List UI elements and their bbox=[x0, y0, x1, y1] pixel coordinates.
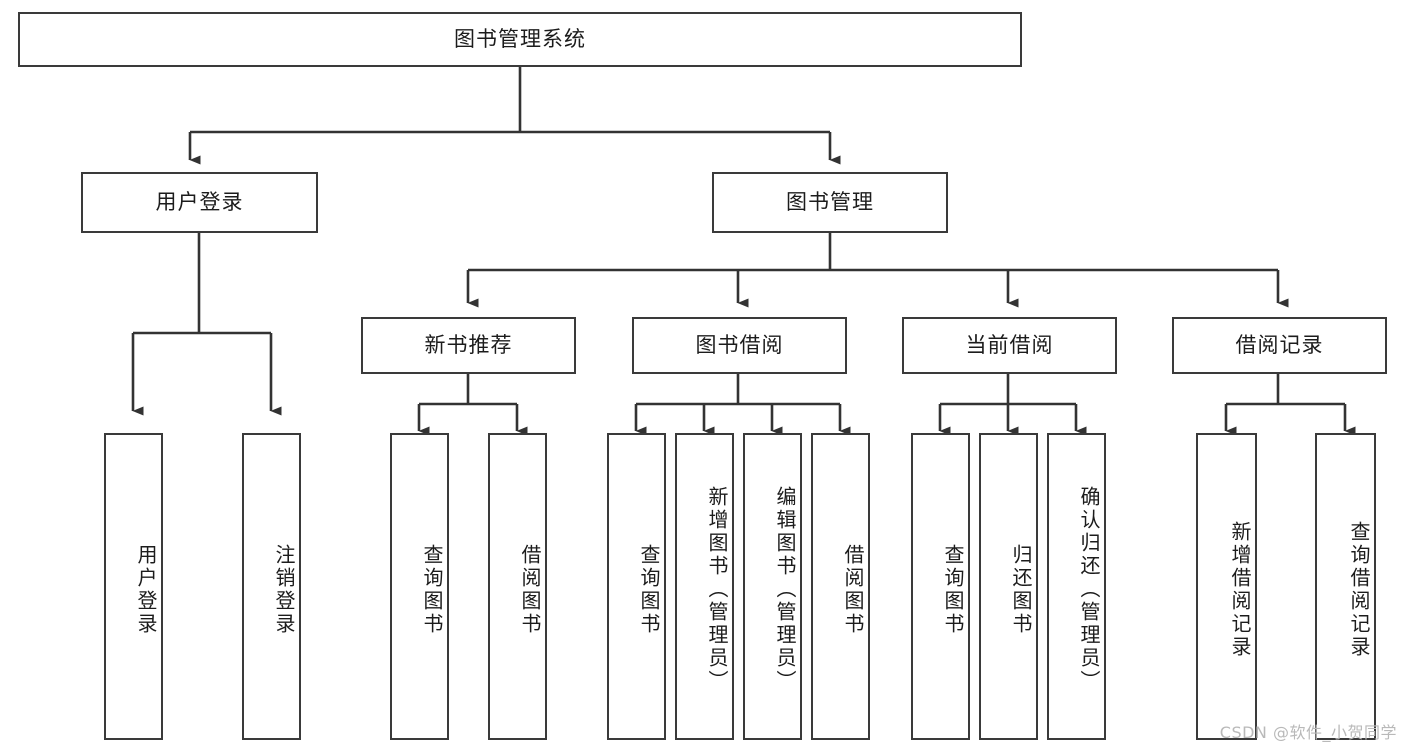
leaf-book-borrow-query-book[interactable]: 查询图书 bbox=[607, 433, 666, 740]
node-label: 图书管理 bbox=[786, 189, 874, 214]
leaf-current-borrow-query-book[interactable]: 查询图书 bbox=[911, 433, 970, 740]
leaf-book-borrow-add-book-admin[interactable]: 新增图书（管理员） bbox=[675, 433, 734, 740]
node-label: 当前借阅 bbox=[965, 332, 1054, 357]
node-label: 确认归还（管理员） bbox=[1077, 486, 1101, 693]
node-label: 查询图书 bbox=[637, 543, 661, 636]
leaf-borrow-record-add-record[interactable]: 新增借阅记录 bbox=[1196, 433, 1257, 740]
node-label: 查询借阅记录 bbox=[1347, 520, 1371, 659]
node-book-management[interactable]: 图书管理 bbox=[712, 172, 948, 233]
node-label: 查询图书 bbox=[941, 543, 965, 636]
node-new-book-recommend[interactable]: 新书推荐 bbox=[361, 317, 576, 374]
node-label: 图书借阅 bbox=[695, 332, 784, 357]
node-label: 图书管理系统 bbox=[454, 26, 586, 51]
leaf-new-book-query-book[interactable]: 查询图书 bbox=[390, 433, 449, 740]
leaf-current-borrow-return-book[interactable]: 归还图书 bbox=[979, 433, 1038, 740]
node-label: 归还图书 bbox=[1009, 543, 1033, 636]
node-label: 查询图书 bbox=[420, 543, 444, 636]
leaf-book-borrow-borrow-book[interactable]: 借阅图书 bbox=[811, 433, 870, 740]
node-label: 新书推荐 bbox=[424, 332, 513, 357]
leaf-current-borrow-confirm-return-admin[interactable]: 确认归还（管理员） bbox=[1047, 433, 1106, 740]
leaf-new-book-borrow-book[interactable]: 借阅图书 bbox=[488, 433, 547, 740]
node-user-login[interactable]: 用户登录 bbox=[81, 172, 318, 233]
node-label: 编辑图书（管理员） bbox=[773, 486, 797, 693]
node-label: 新增图书（管理员） bbox=[705, 486, 729, 693]
node-label: 新增借阅记录 bbox=[1228, 520, 1252, 659]
node-label: 借阅图书 bbox=[518, 543, 542, 636]
node-label: 注销登录 bbox=[272, 543, 296, 636]
node-label: 用户登录 bbox=[134, 543, 158, 636]
leaf-borrow-record-query-record[interactable]: 查询借阅记录 bbox=[1315, 433, 1376, 740]
node-book-borrow[interactable]: 图书借阅 bbox=[632, 317, 847, 374]
node-label: 借阅图书 bbox=[841, 543, 865, 636]
node-current-borrow[interactable]: 当前借阅 bbox=[902, 317, 1117, 374]
node-borrow-record[interactable]: 借阅记录 bbox=[1172, 317, 1387, 374]
node-label: 借阅记录 bbox=[1235, 332, 1324, 357]
node-root-book-management-system[interactable]: 图书管理系统 bbox=[18, 12, 1022, 67]
leaf-book-borrow-edit-book-admin[interactable]: 编辑图书（管理员） bbox=[743, 433, 802, 740]
node-label: 用户登录 bbox=[155, 189, 244, 214]
leaf-user-login-login[interactable]: 用户登录 bbox=[104, 433, 163, 740]
leaf-user-login-logout[interactable]: 注销登录 bbox=[242, 433, 301, 740]
